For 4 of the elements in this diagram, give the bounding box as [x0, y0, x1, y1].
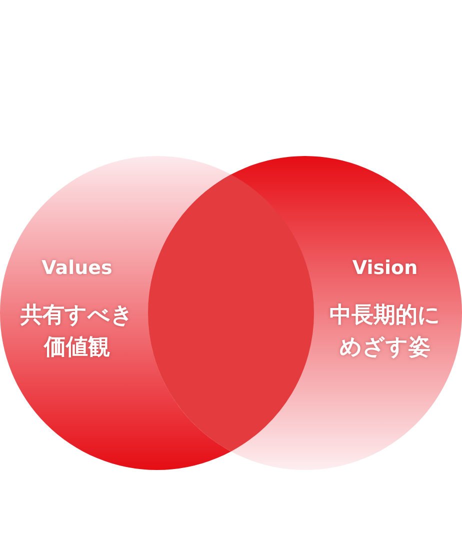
- circle-heading: Vision: [351, 257, 419, 279]
- circle-text: 共有すべき価値観: [20, 302, 134, 362]
- circle-text: 中長期的にめざす姿: [328, 302, 442, 362]
- circle-heading: Values: [40, 257, 114, 279]
